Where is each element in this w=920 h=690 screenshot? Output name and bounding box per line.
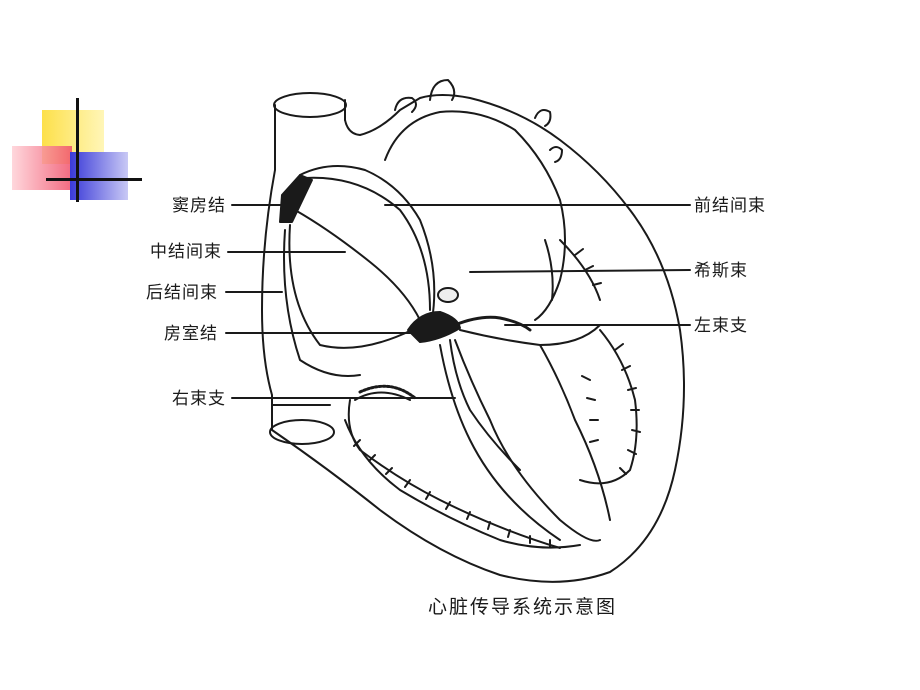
figure-caption: 心脏传导系统示意图 [428, 596, 618, 618]
bundle-of-his-valve [437, 287, 459, 303]
posterior-internodal-tract-path [288, 224, 413, 349]
aortic-vessels [394, 79, 563, 163]
label-av-node: 房室结 [164, 324, 218, 344]
decor-vertical-line [76, 98, 79, 202]
label-sinoatrial-node: 窦房结 [172, 196, 226, 216]
decor-horizontal-line [46, 178, 142, 181]
middle-internodal-tract-path [294, 209, 421, 321]
heart-outline [261, 94, 685, 583]
right-bundle-branch-path [449, 339, 521, 471]
right-ventricle-wall [347, 391, 561, 549]
bundle-of-his-path [453, 315, 532, 332]
left-atrium-wall [384, 110, 566, 321]
left-bundle-branch-path [459, 324, 611, 521]
decor-blue-square [70, 152, 128, 200]
label-right-bundle-branch: 右束支 [172, 389, 226, 409]
anterior-internodal-tract-path [304, 176, 431, 311]
decor-red-square [12, 146, 72, 190]
right-atrium-wall [283, 165, 436, 377]
inferior-vena-cava [269, 419, 335, 445]
superior-vena-cava [273, 92, 347, 118]
purkinje-fibers-right [344, 419, 581, 549]
label-middle-internodal-tract: 中结间束 [150, 242, 222, 262]
leader-line-his [469, 269, 691, 273]
sinoatrial-node-mark [279, 174, 313, 223]
right-bundle-branch-tissue [358, 384, 417, 400]
label-left-bundle-branch: 左束支 [694, 316, 748, 336]
label-anterior-internodal-tract: 前结间束 [694, 196, 766, 216]
av-node-mark [407, 311, 461, 343]
purkinje-fibers-left [579, 329, 641, 485]
label-posterior-internodal-tract: 后结间束 [146, 283, 218, 303]
label-bundle-of-his: 希斯束 [694, 261, 748, 281]
